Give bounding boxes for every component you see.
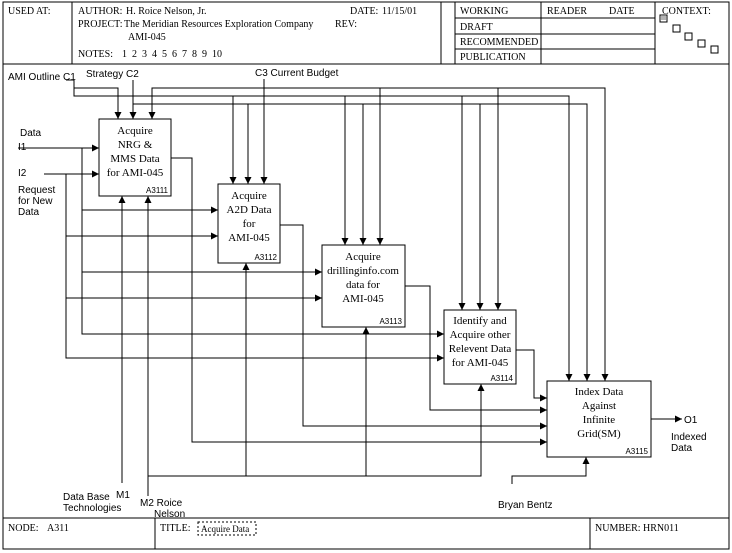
box-a3115-line-1: Index Data xyxy=(575,386,624,398)
label-i2-code: I2 xyxy=(18,168,27,179)
box-a3115-line-2: Against xyxy=(582,400,616,412)
context-label: CONTEXT: xyxy=(662,6,711,17)
reader-date-label: DATE xyxy=(609,6,635,17)
box-a3112-line-2: A2D Data xyxy=(227,204,272,216)
status-draft: DRAFT xyxy=(460,22,493,33)
node-label: NODE: xyxy=(8,523,39,534)
author-label: AUTHOR: xyxy=(78,6,122,17)
arrow-bryan-a3115 xyxy=(511,457,590,484)
box-a3111-line-1: Acquire xyxy=(117,125,153,137)
arrow-i2-a3113 xyxy=(65,236,322,302)
arrow-c1-a3111 xyxy=(66,79,122,119)
label-i1-code: I1 xyxy=(18,142,27,153)
label-m1-line-2: Technologies xyxy=(63,503,121,514)
arrow-network xyxy=(18,79,682,496)
label-m1-line-1: Data Base xyxy=(63,492,110,503)
box-a3115-line-4: Grid(SM) xyxy=(577,428,621,440)
notes-numbers: 1 2 3 4 5 6 7 8 9 10 xyxy=(122,49,222,60)
arrow-c1-a3112 xyxy=(73,88,237,184)
label-m2-line-2: Nelson xyxy=(154,509,185,520)
box-a3111-id: A3111 xyxy=(146,186,168,195)
arrow-m2-a3112 xyxy=(148,263,250,477)
box-a3113-line-1: Acquire xyxy=(345,251,381,263)
box-a3114: Identify and Acquire other Relevent Data… xyxy=(443,309,517,385)
box-a3112-line-4: AMI-045 xyxy=(228,232,270,244)
label-o1-line-1: Indexed xyxy=(671,432,707,443)
box-a3113-id: A3113 xyxy=(379,317,402,326)
box-a3111-line-4: for AMI-045 xyxy=(107,167,164,179)
box-a3112-line-3: for xyxy=(243,218,256,230)
box-a3114-line-3: Relevent Data xyxy=(449,343,512,355)
label-c2: Strategy C2 xyxy=(86,69,139,80)
date-label: DATE: xyxy=(350,6,378,17)
project-label: PROJECT: xyxy=(78,19,123,30)
label-m1-code: M1 xyxy=(116,490,130,501)
box-a3112-line-1: Acquire xyxy=(231,190,267,202)
box-a3111: Acquire NRG & MMS Data for AMI-045 A3111 xyxy=(98,118,172,197)
author-name: H. Roice Nelson, Jr. xyxy=(126,6,207,17)
reader-label: READER xyxy=(547,6,587,17)
box-a3115: Index Data Against Infinite Grid(SM) A31… xyxy=(546,380,652,458)
box-a3115-id: A3115 xyxy=(625,447,648,456)
box-a3114-line-4: for AMI-045 xyxy=(452,357,509,369)
box-a3113: Acquire drillinginfo.com data for AMI-04… xyxy=(321,244,406,328)
number-value: HRN011 xyxy=(643,523,679,534)
box-a3111-line-2: NRG & xyxy=(118,139,153,151)
number-label: NUMBER: xyxy=(595,523,641,534)
label-i1-name: Data xyxy=(20,128,42,139)
arrow-i1-a3114 xyxy=(81,272,444,338)
label-i2-line-1: Request xyxy=(18,185,55,196)
label-c1: AMI Outline C1 xyxy=(8,72,76,83)
box-a3114-line-1: Identify and xyxy=(453,315,507,327)
arrow-a3113-a3115 xyxy=(405,285,547,414)
notes-label: NOTES: xyxy=(78,49,113,60)
status-recommended: RECOMMENDED xyxy=(460,37,538,48)
box-a3111-line-3: MMS Data xyxy=(110,153,159,165)
arrow-a3114-a3115 xyxy=(516,349,547,402)
box-a3112: Acquire A2D Data for AMI-045 A3112 xyxy=(217,183,281,264)
node-value: A311 xyxy=(47,523,69,534)
label-i2-line-3: Data xyxy=(18,207,40,218)
status-working: WORKING xyxy=(460,6,508,17)
arrow-a3111-a3115 xyxy=(171,157,547,446)
arrow-c3-a3115 xyxy=(498,87,609,381)
arrow-a3112-a3115 xyxy=(280,224,547,430)
box-a3115-line-3: Infinite xyxy=(583,414,615,426)
box-a3113-line-2: drillinginfo.com xyxy=(327,265,399,277)
label-o1-line-2: Data xyxy=(671,443,693,454)
box-a3114-line-2: Acquire other xyxy=(450,329,511,341)
arrow-i2-a3114 xyxy=(65,298,444,362)
project-name: The Meridian Resources Exploration Compa… xyxy=(124,19,313,30)
footer-frame xyxy=(2,517,730,550)
label-m2-line-1: M2 Roice xyxy=(140,498,183,509)
status-publication: PUBLICATION xyxy=(460,52,526,63)
label-c3: C3 Current Budget xyxy=(255,68,339,79)
arrow-c3-a3111 xyxy=(148,87,264,119)
box-a3113-line-4: AMI-045 xyxy=(342,293,384,305)
title-label: TITLE: xyxy=(160,523,191,534)
box-a3113-line-3: data for xyxy=(346,279,380,291)
arrow-i1-a3113 xyxy=(81,210,322,276)
arrow-m2-a3114 xyxy=(366,384,485,477)
project-line2: AMI-045 xyxy=(128,32,166,43)
label-i2-line-2: for New xyxy=(18,196,53,207)
box-a3112-id: A3112 xyxy=(254,253,277,262)
title-value: Acquire Data xyxy=(201,524,249,534)
context-thumbnail-icon xyxy=(659,14,719,54)
rev-label: REV: xyxy=(335,19,357,30)
used-at-label: USED AT: xyxy=(8,6,51,17)
arrow-m2-a3113 xyxy=(246,327,370,477)
arrow-c2-a3115 xyxy=(480,103,591,381)
box-a3114-id: A3114 xyxy=(490,374,513,383)
label-bryan-bentz: Bryan Bentz xyxy=(498,500,552,511)
label-o1-code: O1 xyxy=(684,415,698,426)
date-value: 11/15/01 xyxy=(382,6,417,17)
title-selection xyxy=(197,521,257,536)
